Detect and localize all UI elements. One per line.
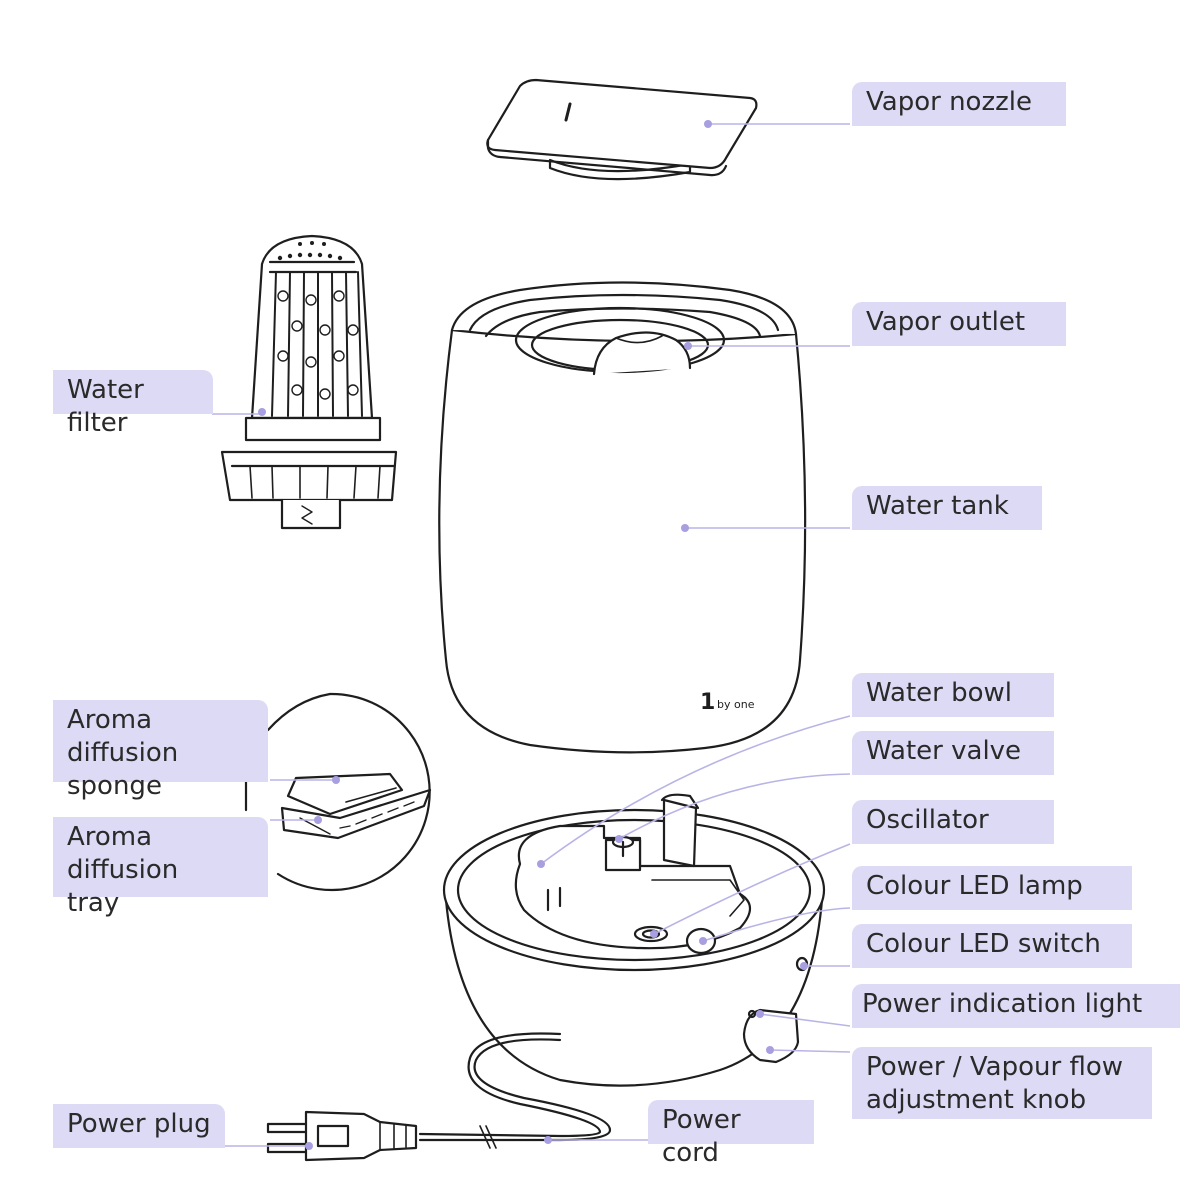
aroma-detail-drawing <box>244 692 432 892</box>
label-oscillator: Oscillator <box>852 800 1054 844</box>
water-tank-drawing <box>438 281 807 754</box>
brand-logo: 1 <box>700 690 715 715</box>
brand-logo-text: by one <box>717 698 755 711</box>
label-vapor-nozzle: Vapor nozzle <box>852 82 1066 126</box>
label-power-cord: Power cord <box>648 1100 814 1168</box>
label-power-plug: Power plug <box>53 1104 225 1148</box>
base-drawing <box>442 793 826 1087</box>
vapor-nozzle-drawing <box>486 78 758 181</box>
water-filter-drawing <box>220 234 398 530</box>
label-colour-led-lamp: Colour LED lamp <box>852 866 1132 910</box>
label-vapor-outlet: Vapor outlet <box>852 302 1066 346</box>
leader-lines <box>212 123 851 1147</box>
label-power-indication-light: Power indication light <box>852 984 1180 1028</box>
power-cord-drawing <box>266 1032 612 1162</box>
label-water-tank: Water tank <box>852 486 1042 530</box>
label-water-bowl: Water bowl <box>852 673 1054 717</box>
label-water-filter: Water filter <box>53 370 213 438</box>
leader-dots <box>258 120 808 1150</box>
label-water-valve: Water valve <box>852 731 1054 775</box>
label-colour-led-switch: Colour LED switch <box>852 924 1132 968</box>
